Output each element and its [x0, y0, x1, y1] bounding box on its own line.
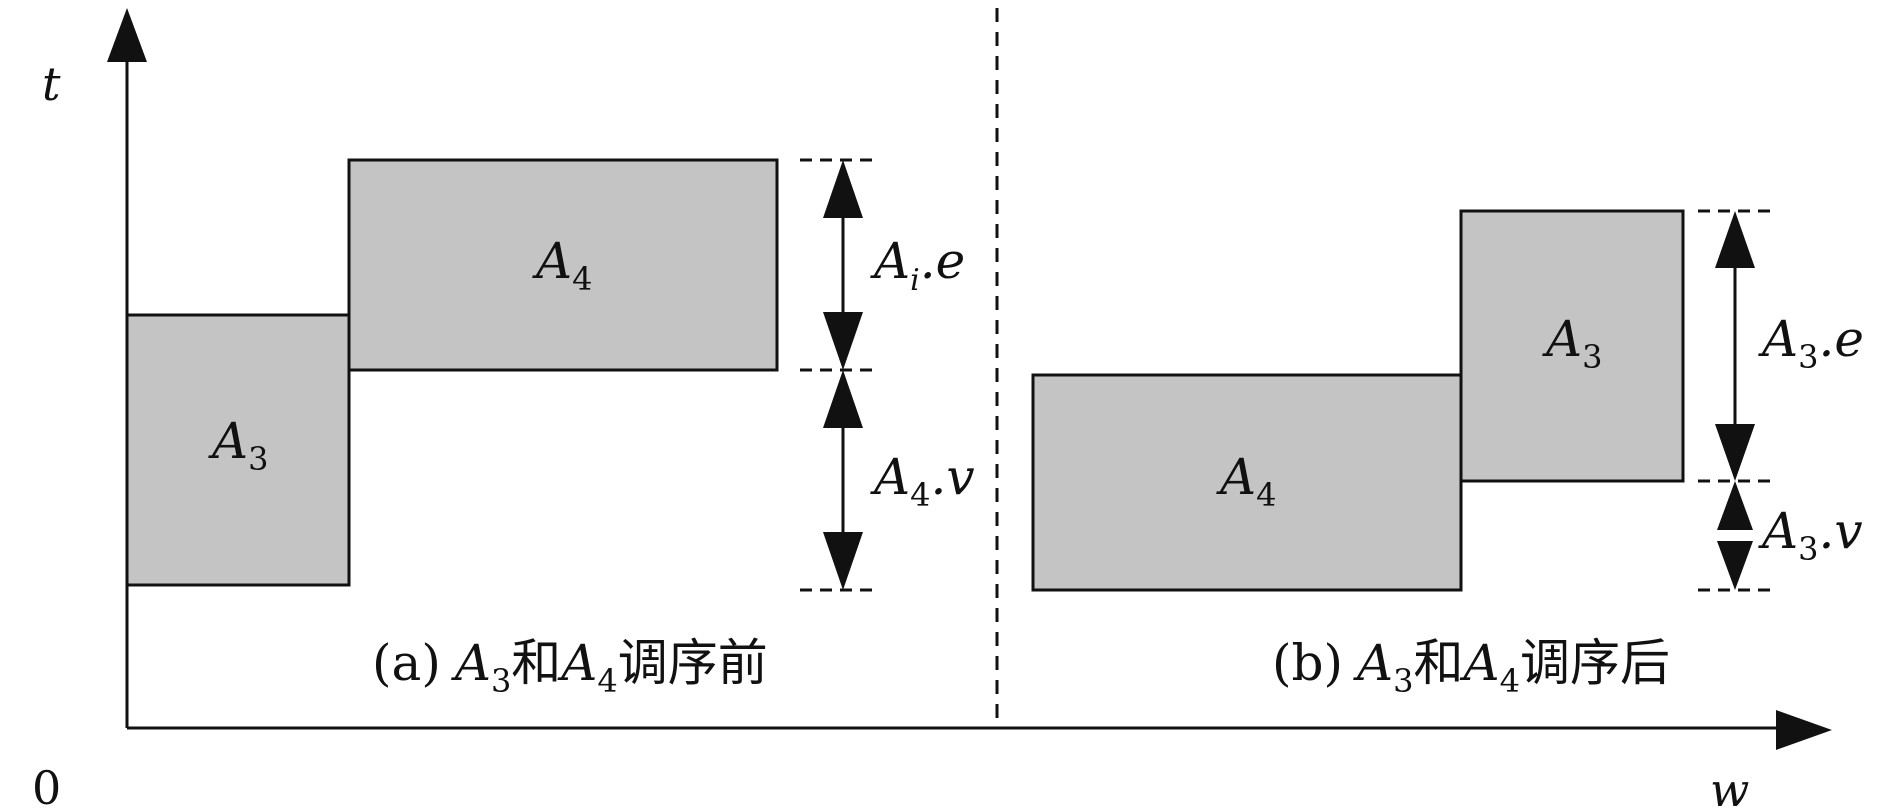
- panel-a-dimension-guides: [800, 158, 872, 592]
- panel-a-dim-arrow-upper: [823, 160, 863, 370]
- panel-a-dim-arrow-lower: [823, 370, 863, 590]
- panel-b-caption: (b)A3和A4调序后: [1272, 634, 1670, 700]
- panel-a-dim-label-lower: A4.v: [870, 448, 975, 514]
- panel-b-dim-label-upper: A3.e: [1758, 310, 1864, 376]
- panel-b-dimension-guides: [1698, 209, 1770, 592]
- panel-b: A4 A3 A3.e A3.v (b)A3和A4调序后: [1031, 209, 1864, 700]
- panel-b-block-lower-label: A4: [1216, 448, 1276, 514]
- panel-b-dim-arrow-lower: [1717, 481, 1753, 590]
- panel-a-block-upper: [347, 158, 779, 372]
- panel-a-caption: (a)A3和A4调序前: [372, 634, 768, 700]
- panel-b-block-lower: [1031, 373, 1463, 592]
- panel-a-dim-label-upper: Ai.e: [870, 232, 965, 298]
- origin-label: 0: [32, 761, 61, 810]
- panel-a-block-lower-label: A3: [208, 412, 268, 478]
- panel-a-block-lower: [125, 313, 351, 587]
- panel-b-block-upper-label: A3: [1542, 310, 1602, 376]
- x-axis-arrowhead: [1776, 710, 1832, 750]
- y-axis-arrowhead: [107, 8, 147, 62]
- x-axis-label: w: [1710, 763, 1749, 810]
- panel-b-dim-arrow-upper: [1715, 211, 1755, 481]
- panel-a: A3 A4 Ai.e A4.v (a)A3和A4调: [125, 158, 975, 700]
- panel-b-dim-label-lower: A3.v: [1758, 502, 1863, 568]
- panel-a-block-upper-label: A4: [532, 232, 592, 298]
- y-axis-label: t: [42, 57, 61, 111]
- panel-b-block-upper: [1459, 209, 1685, 483]
